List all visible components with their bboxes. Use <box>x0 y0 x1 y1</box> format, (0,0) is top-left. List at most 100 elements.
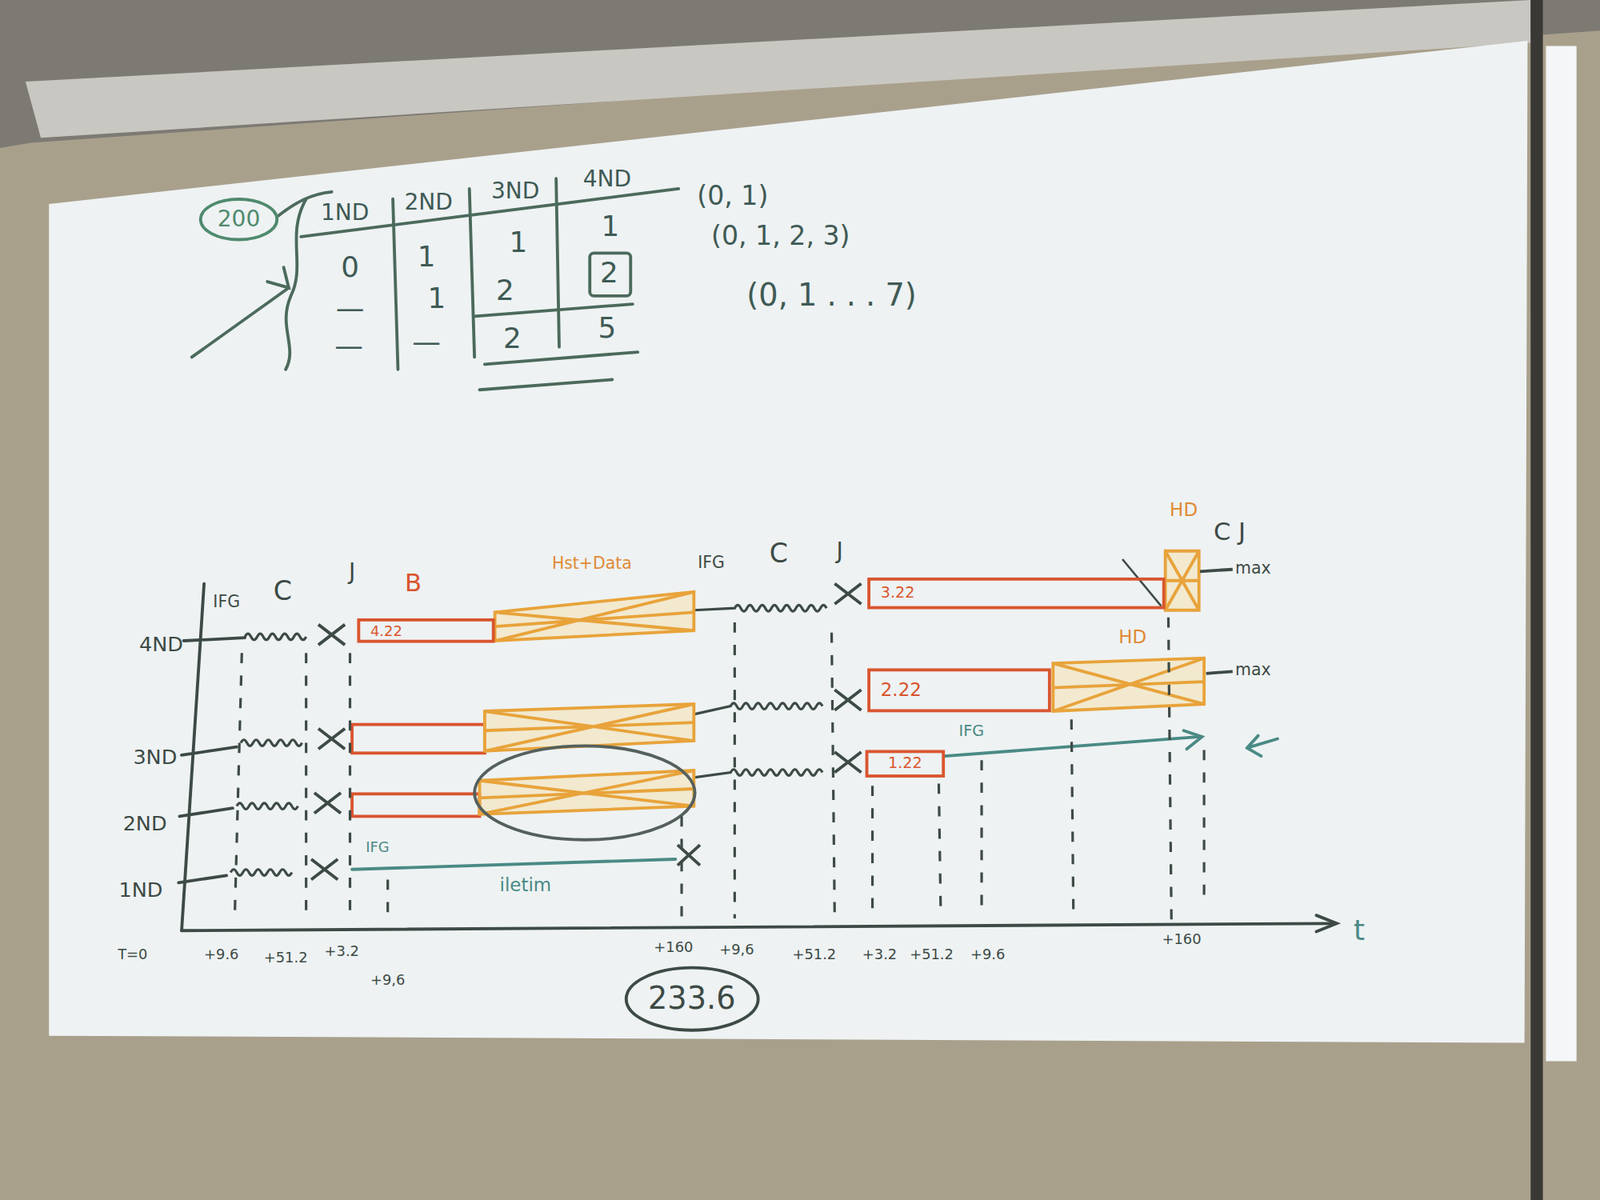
collision-squiggles-part <box>236 803 299 810</box>
time-markers-part <box>1168 617 1172 921</box>
collision-squiggles-part <box>240 740 303 747</box>
phase-label: C J <box>1213 518 1246 547</box>
table-lines-part <box>556 178 560 347</box>
table-lines-part <box>392 199 398 370</box>
data-boxes <box>479 551 1204 815</box>
time-markers-part <box>938 784 941 919</box>
table-cell: 1 <box>509 226 528 260</box>
box-text: 1.22 <box>888 755 923 773</box>
timeline-axes-part <box>179 808 232 816</box>
table-lines-part <box>192 288 289 358</box>
table-cell: — <box>412 326 441 360</box>
phase-label: max <box>1235 559 1271 578</box>
table-lines-part <box>285 199 307 370</box>
timeline-axes-part <box>178 875 227 883</box>
row-label: 3ND <box>132 745 177 769</box>
row-label: 4ND <box>139 632 184 656</box>
time-tick: +9,6 <box>370 971 405 988</box>
time-markers-part <box>733 622 736 919</box>
collision-squiggles-part <box>693 769 823 778</box>
data-boxes-part <box>484 704 694 752</box>
phase-label: IFG <box>365 838 389 856</box>
data-boxes-part <box>495 592 695 641</box>
collision-squiggles-part <box>230 869 292 876</box>
row-label: 2ND <box>123 812 168 836</box>
jam-crosses-part <box>834 689 861 711</box>
room-background-part <box>48 40 1528 1044</box>
data-boxes-part <box>495 592 695 641</box>
collision-squiggles-part <box>693 604 827 612</box>
transmission-lines-part <box>352 859 676 870</box>
time-tick: +160 <box>653 938 693 956</box>
jam-crosses <box>311 584 862 880</box>
table-lines <box>192 178 679 390</box>
table-lines-part <box>300 188 679 237</box>
time-markers-part <box>832 632 836 919</box>
table-lines-part <box>469 188 475 357</box>
data-boxes-part <box>479 770 694 815</box>
data-boxes-part <box>1052 658 1204 712</box>
time-markers-part <box>1071 719 1074 919</box>
phase-label: HD <box>1169 500 1198 521</box>
table-cell: 1 <box>428 282 447 316</box>
phase-label: C <box>273 576 292 608</box>
collision-squiggles <box>230 604 827 876</box>
table-lines-part <box>267 267 289 288</box>
jam-crosses-part <box>318 728 345 750</box>
time-markers-part <box>871 785 874 919</box>
timeline-axes-part <box>1316 915 1337 932</box>
data-boxes-part <box>1165 551 1200 611</box>
jam-crosses-part <box>834 752 861 773</box>
jam-crosses-part <box>314 792 341 814</box>
room-background-part <box>1545 45 1576 1061</box>
data-boxes-part <box>484 704 694 752</box>
time-tick: +160 <box>1162 930 1202 948</box>
time-tick: T=0 <box>117 945 148 963</box>
table-lines-part <box>479 379 612 390</box>
table-cell: 2 <box>600 256 619 290</box>
data-boxes-part <box>479 770 694 815</box>
transmission-lines <box>352 730 1278 869</box>
time-tick: +9.6 <box>970 945 1005 963</box>
max-lines <box>1200 569 1233 674</box>
time-tick: +51.2 <box>792 945 836 963</box>
box-text: 2.22 <box>880 680 922 701</box>
table-cell: 1 <box>600 210 620 244</box>
row-label: 1ND <box>119 878 164 902</box>
time-tick: +9,6 <box>719 940 754 958</box>
axis-label: t <box>1353 914 1365 948</box>
frame-box: 4.22 <box>356 618 495 644</box>
time-markers-part <box>304 652 308 919</box>
table-cell: 2 <box>496 274 515 308</box>
phase-label: iletim <box>500 875 552 896</box>
circled-number: 200 <box>199 196 279 242</box>
circled-total: 233.6 <box>623 964 761 1034</box>
collision-squiggles-part <box>244 633 307 640</box>
jam-crosses-part <box>834 584 861 605</box>
time-tick: +3.2 <box>862 945 897 963</box>
phase-label: HD <box>1118 627 1147 648</box>
table-lines-part <box>589 252 631 296</box>
frame-boxes <box>352 724 485 817</box>
time-markers-part <box>348 652 352 919</box>
transmission-lines-part <box>1184 730 1203 749</box>
phase-label: J <box>836 538 844 564</box>
table-header: 3ND <box>491 177 540 204</box>
table-header: 1ND <box>320 199 369 225</box>
frame-box: 2.22 <box>867 668 1052 712</box>
time-markers-part <box>980 760 983 913</box>
phase-label: IFG <box>697 553 725 572</box>
time-markers-part <box>680 816 683 919</box>
jam-crosses-part <box>311 859 338 880</box>
max-lines-part <box>1200 569 1233 572</box>
table-cell: 2 <box>503 322 522 356</box>
data-boxes-part <box>1165 551 1200 611</box>
time-markers <box>234 617 1204 921</box>
time-tick: +9.6 <box>204 945 239 963</box>
jam-crosses-part <box>318 624 345 646</box>
phase-label: B <box>404 569 422 598</box>
phase-label: Hst+Data <box>552 555 632 574</box>
range-note: (0, 1) <box>696 181 768 212</box>
